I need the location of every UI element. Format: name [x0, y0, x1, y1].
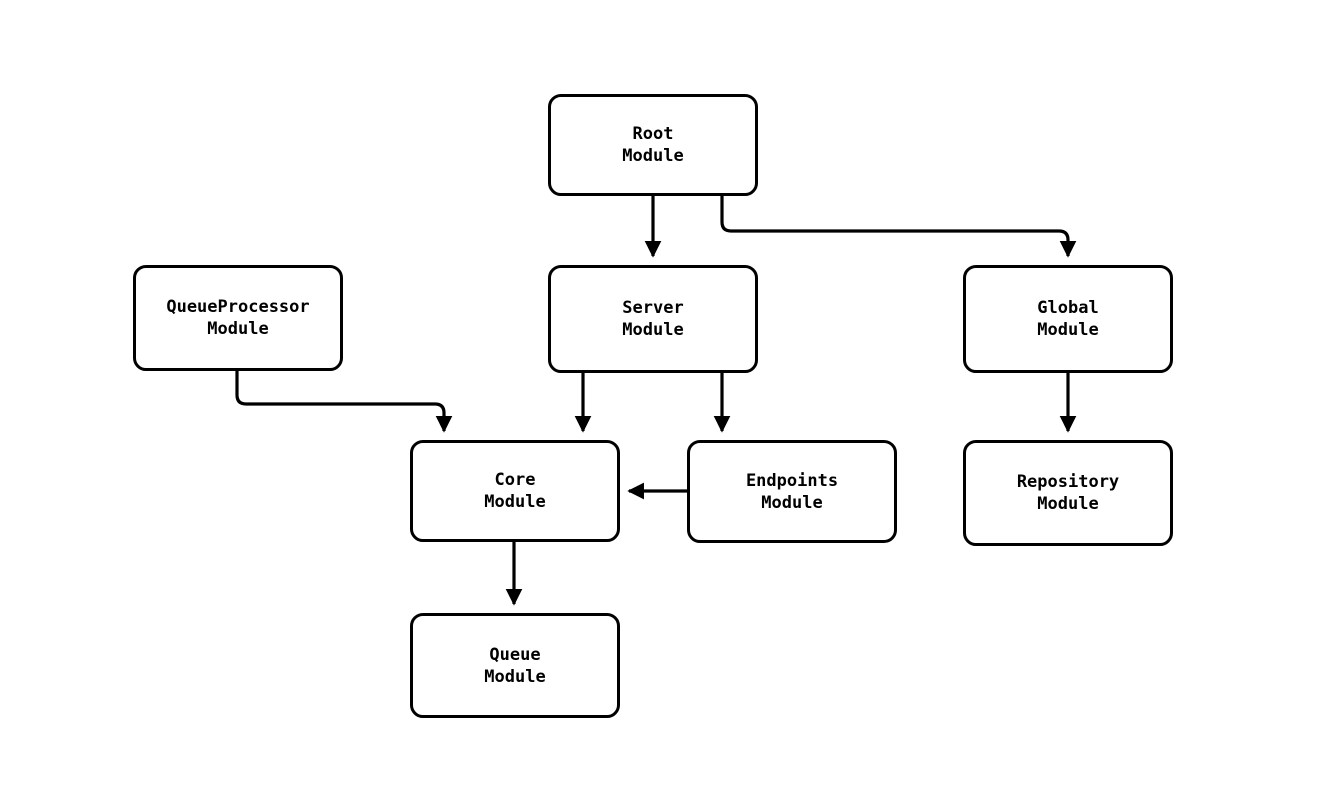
node-endpoints[interactable]: Endpoints Module: [687, 440, 897, 543]
node-queueprocessor[interactable]: QueueProcessor Module: [133, 265, 343, 371]
node-queue[interactable]: Queue Module: [410, 613, 620, 718]
node-repository[interactable]: Repository Module: [963, 440, 1173, 546]
node-repository-label: Repository Module: [1016, 472, 1120, 514]
node-endpoints-label: Endpoints Module: [745, 470, 839, 513]
node-queue-label: Queue Module: [484, 644, 546, 687]
node-global[interactable]: Global Module: [963, 265, 1173, 373]
node-server[interactable]: Server Module: [548, 265, 758, 373]
edge-queueprocessor-to-core: [235, 371, 453, 433]
node-queueprocessor-label: QueueProcessor Module: [166, 297, 310, 339]
node-root-label: Root Module: [622, 124, 684, 166]
node-root[interactable]: Root Module: [548, 94, 758, 196]
node-core[interactable]: Core Module: [410, 440, 620, 542]
edge-root-to-global: [720, 196, 1077, 258]
node-global-label: Global Module: [1037, 298, 1099, 340]
node-core-label: Core Module: [484, 470, 546, 512]
node-server-label: Server Module: [622, 298, 684, 340]
